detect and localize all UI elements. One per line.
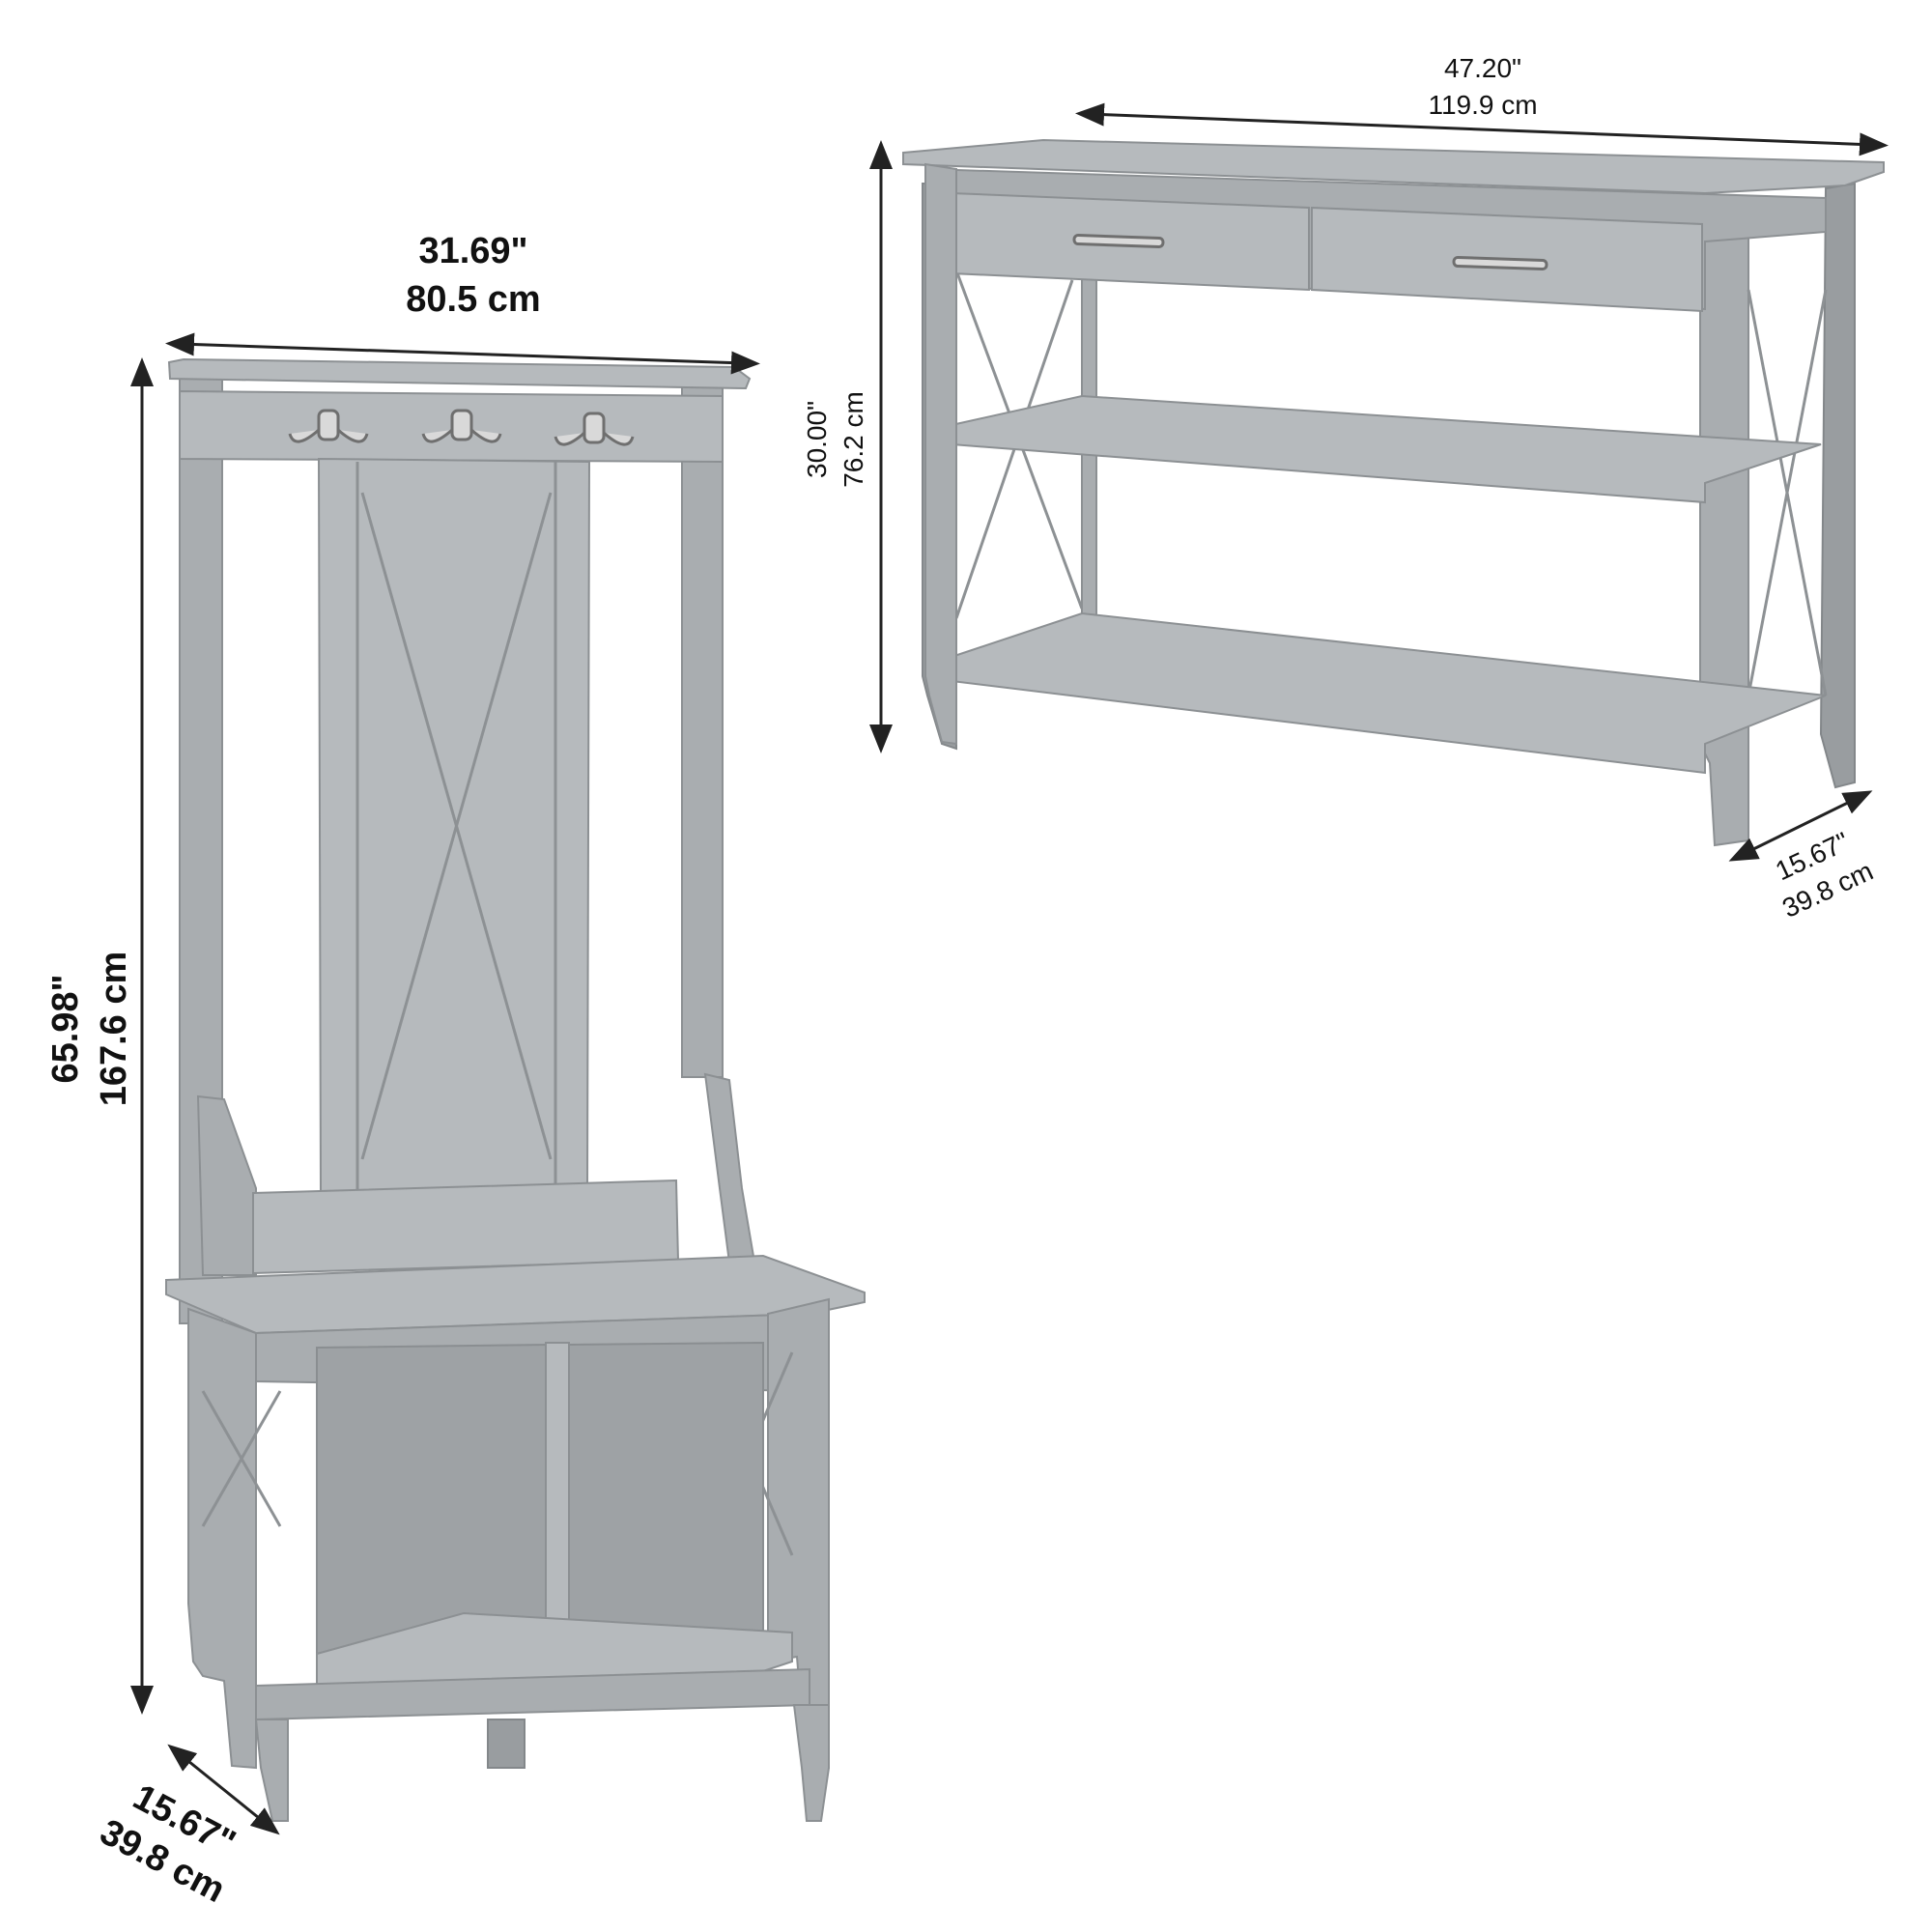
- coat-hook-left-icon: [288, 409, 369, 443]
- console-front-right-leg: [1699, 230, 1749, 847]
- hall-tree-bench-seat: [165, 1254, 866, 1335]
- hall-tree-height-cm: 167.6 cm: [94, 952, 134, 1107]
- hall-tree-width-in: 31.69": [418, 231, 527, 271]
- coat-hook-right-icon: [554, 412, 635, 446]
- hall-tree-front-left-leg: [254, 1719, 289, 1822]
- hall-tree: [165, 357, 866, 1822]
- console-width-cm: 119.9 cm: [1428, 90, 1537, 120]
- console-front-left-leg-visible: [924, 162, 957, 746]
- console-left-drawer-handle[interactable]: [1072, 234, 1165, 248]
- hall-tree-height-in: 65.98": [45, 974, 86, 1083]
- hall-tree-x-brace-b: [360, 492, 553, 1160]
- hall-tree-center-panel: [317, 457, 591, 1195]
- console-right-drawer-handle[interactable]: [1452, 255, 1548, 271]
- hall-tree-bench-backrest: [252, 1179, 680, 1275]
- console-width-line: [1075, 102, 1889, 156]
- hall-tree-cubby-divider: [545, 1342, 570, 1653]
- hall-tree-right-post: [681, 385, 724, 1078]
- console-height-in: 30.00": [802, 401, 832, 478]
- console-right-x-brace: [1747, 289, 1828, 696]
- hall-tree-depth-line: [167, 1744, 280, 1835]
- hall-tree-width-cm: 80.5 cm: [406, 279, 540, 320]
- console-height-cm: 76.2 cm: [838, 391, 868, 488]
- hall-tree-bench-left-side: [187, 1307, 257, 1770]
- hall-tree-crown: [167, 357, 752, 390]
- coat-hook-middle-icon: [421, 409, 502, 443]
- console-table: [902, 138, 1885, 847]
- hall-tree-right-cubby: [567, 1341, 764, 1649]
- hall-tree-front-right-leg: [792, 1704, 830, 1822]
- hall-tree-back-center-leg: [487, 1719, 526, 1769]
- hall-tree-left-cubby: [316, 1343, 550, 1656]
- hall-tree-right-arm: [703, 1072, 760, 1286]
- console-back-right-leg: [1819, 182, 1856, 789]
- console-depth-line: [1728, 790, 1873, 862]
- console-bottom-shelf: [951, 611, 1827, 775]
- console-width-in: 47.20": [1444, 53, 1521, 83]
- hall-tree-width-line: [165, 332, 760, 375]
- hall-tree-left-arm: [196, 1094, 257, 1276]
